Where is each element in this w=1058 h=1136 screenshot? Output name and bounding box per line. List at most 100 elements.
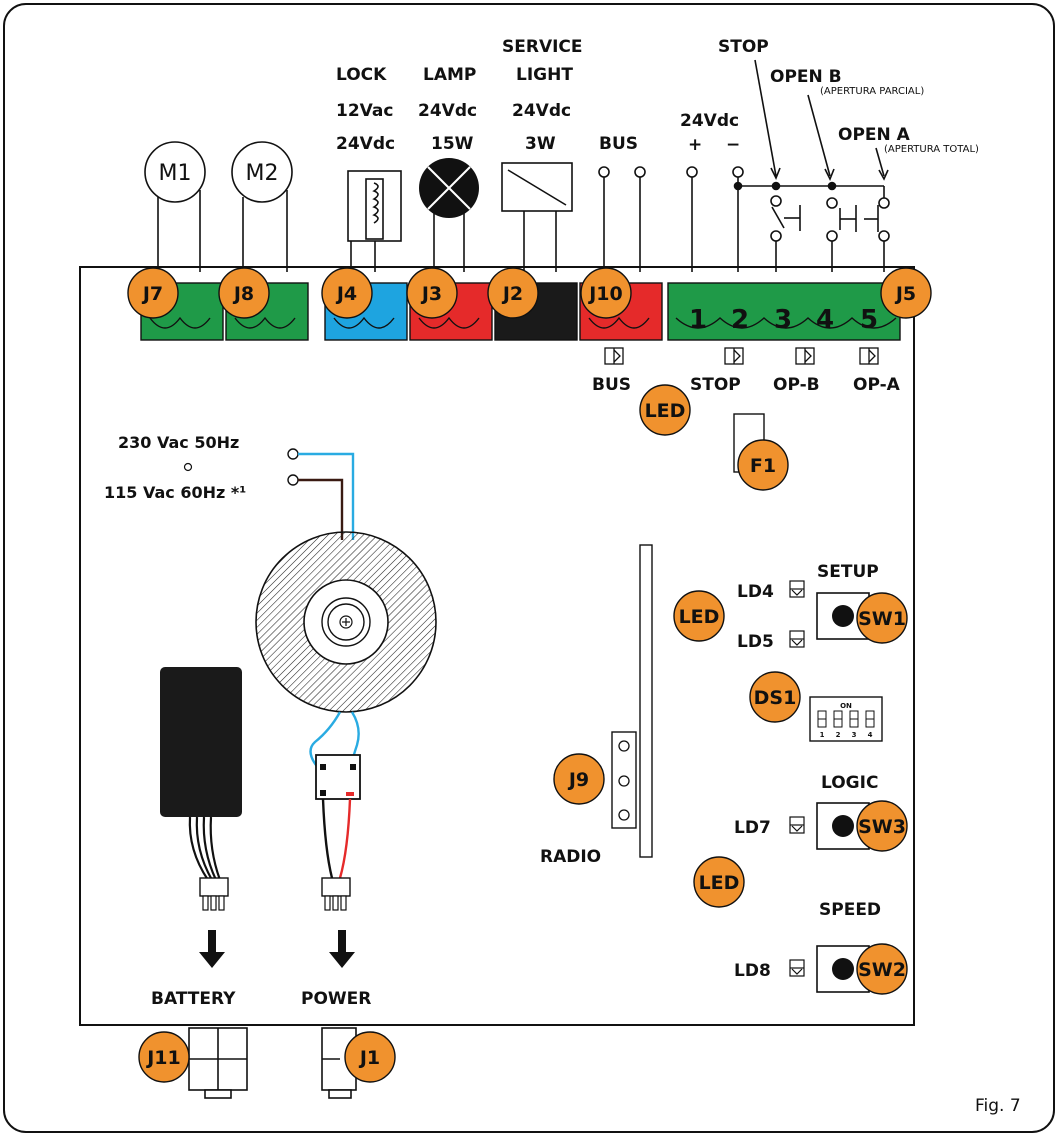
motor-m1: M1 [144,141,206,272]
supply-230-label: 230 Vac 50Hz [118,433,239,452]
figure-caption: Fig. 7 [975,1096,1021,1116]
power-connector [315,754,361,911]
lamp-symbol [419,158,479,272]
bus-top-label: BUS [599,134,638,154]
led-indicator-small [789,580,805,977]
ld4-label: LD4 [737,582,774,602]
wire-blue-secondary-left [309,711,342,771]
badge-j9-text: J9 [567,769,589,791]
badge-j2-text: J2 [501,283,523,305]
lamp-title: LAMP [423,65,476,85]
badge-j4-text: J4 [335,283,357,305]
badge-j4: J4 [321,267,373,319]
badge-ds1: DS1 [749,671,801,723]
speed-label: SPEED [819,900,881,920]
badge-j11-text: J11 [145,1047,181,1069]
dip-3-label: 3 [852,731,857,739]
motor-m2: M2 [231,141,293,272]
j5-terminal-5: 5 [860,305,878,335]
badge-sw2: SW2 [856,943,908,995]
radio-connector-j9 [611,544,653,858]
supply-115-label: 115 Vac 60Hz *¹ [104,483,246,502]
terminal-block-j5: 1 2 3 4 5 [667,282,901,341]
service-watt: 3W [525,134,556,154]
battery-socket-j11 [188,1027,248,1099]
badge-led-logic: LED [693,856,745,908]
j5-terminal-1: 1 [689,305,707,335]
badge-led-logic-text: LED [699,872,740,894]
input-contacts [733,59,890,272]
ld8-label: LD8 [734,961,771,981]
badge-f1-text: F1 [750,455,776,477]
badge-sw1: SW1 [856,592,908,644]
dip-2-label: 2 [836,731,841,739]
badge-sw3: SW3 [856,800,908,852]
badge-j9: J9 [553,753,605,805]
stop-input-label: STOP [690,375,741,395]
badge-j5-text: J5 [894,283,916,305]
service-title-1: SERVICE [502,37,583,57]
service-light-relay [501,162,573,272]
bus-terminals [598,166,646,272]
motor-m2-label: M2 [246,161,279,186]
power-arrow-icon [329,930,355,968]
opb-input-label: OP-B [773,375,820,395]
open-b-sub: (APERTURA PARCIAL) [820,86,924,97]
badge-led-bus-text: LED [645,400,686,422]
open-a-sub: (APERTURA TOTAL) [884,144,979,155]
outer-frame [3,3,1055,1133]
lock-title: LOCK [336,65,387,85]
stop-top-label: STOP [718,37,769,57]
dip-4-label: 4 [868,731,873,739]
dc-supply-terminals [686,166,744,272]
wire-blue-primary [298,452,355,540]
j5-terminal-2: 2 [731,305,749,335]
battery-label: BATTERY [151,989,236,1009]
dip-switch-ds1[interactable]: ON 1 2 3 4 [809,696,883,742]
open-a-label: OPEN A [838,125,911,145]
badge-j7: J7 [127,267,179,319]
toroidal-transformer [255,531,437,713]
radio-label: RADIO [540,847,601,867]
wire-brown-primary [298,478,344,540]
badge-j3-text: J3 [420,283,442,305]
logic-label: LOGIC [821,773,878,793]
lock-coil-symbol [347,170,402,272]
badge-ds1-text: DS1 [754,687,797,709]
badge-j1-text: J1 [358,1047,380,1069]
ld5-label: LD5 [737,632,774,652]
service-volt: 24Vdc [512,101,571,121]
badge-sw1-text: SW1 [858,608,906,630]
setup-label: SETUP [817,562,879,582]
motor-m1-label: M1 [159,161,192,186]
ld7-label: LD7 [734,818,771,838]
badge-f1: F1 [737,439,789,491]
supply-terminal-230 [287,448,299,460]
service-title-2: LIGHT [516,65,573,85]
badge-led-setup-text: LED [679,606,720,628]
battery-arrow-icon [199,930,225,968]
badge-j11: J11 [138,1031,190,1083]
j5-terminal-4: 4 [816,305,834,335]
badge-j8: J8 [218,267,270,319]
open-b-label: OPEN B [770,67,842,87]
badge-sw2-text: SW2 [858,959,906,981]
supply-jumper-dot [183,462,193,472]
input-led-indicators [604,347,879,365]
power-label: POWER [301,989,371,1009]
badge-led-bus: LED [639,384,691,436]
lock-volt-1: 12Vac [336,101,393,121]
board-outline [79,266,915,1026]
badge-j7-text: J7 [141,283,163,305]
badge-j3: J3 [406,267,458,319]
logic-button[interactable] [816,802,870,850]
minus-label: − [726,135,740,155]
badge-j1: J1 [344,1031,396,1083]
opa-input-label: OP-A [853,375,901,395]
dip-1-label: 1 [820,731,825,739]
badge-j2: J2 [487,267,539,319]
badge-j10-text: J10 [587,283,623,305]
plus-label: + [688,135,702,155]
